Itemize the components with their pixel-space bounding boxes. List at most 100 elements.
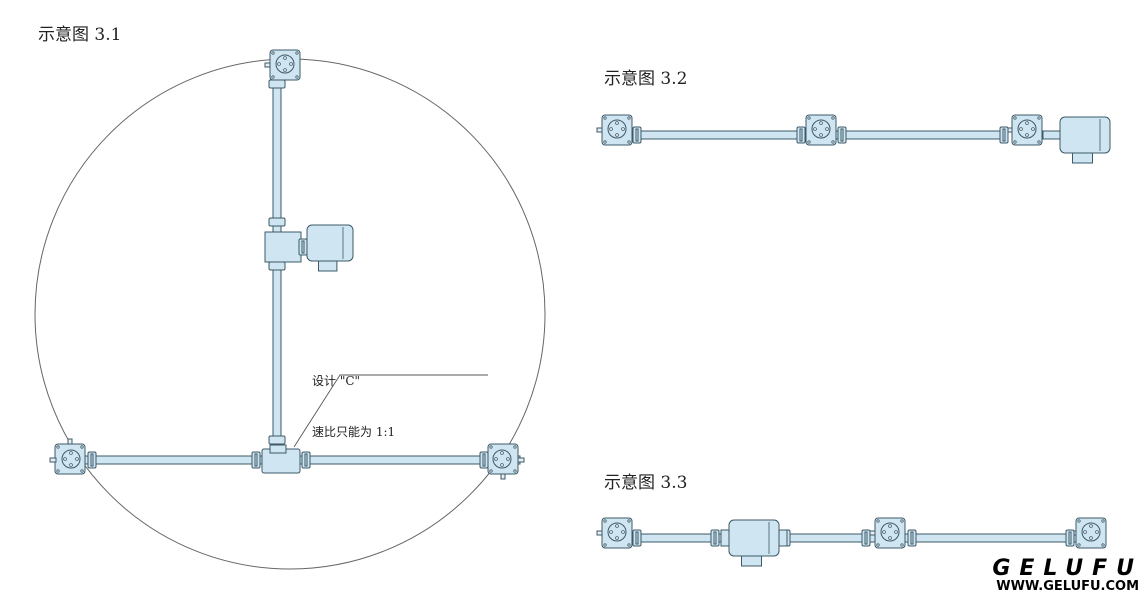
mount-hole (876, 519, 880, 523)
bolt-hole (1089, 536, 1093, 540)
bolt-hole (819, 121, 823, 125)
mount-hole (627, 140, 631, 144)
mount-hole (900, 543, 904, 547)
mount-hole (489, 469, 493, 473)
mount-hole (513, 469, 517, 473)
flange-rim (635, 128, 639, 142)
gearbox-flange-plate (1081, 522, 1101, 542)
mount-hole (1013, 140, 1017, 144)
bolt-hole (277, 62, 281, 66)
mount-hole (513, 445, 517, 449)
input-shaft-stub (869, 530, 876, 536)
reducer-housing (264, 231, 302, 263)
mount-hole (876, 543, 880, 547)
bolt-hole (1031, 127, 1035, 131)
drive-motor (1059, 116, 1111, 164)
flange-rim (254, 453, 258, 467)
gearbox (1006, 114, 1043, 146)
mount-hole (807, 116, 811, 120)
mount-hole (900, 519, 904, 523)
bolt-hole (1025, 133, 1029, 137)
bolt-hole (69, 451, 73, 455)
flange-rim (482, 453, 486, 467)
flange-coupling (632, 529, 642, 547)
gearbox (264, 49, 301, 81)
bolt-hole (494, 457, 498, 461)
flange-coupling (1065, 529, 1075, 547)
mount-hole (271, 51, 275, 55)
mount-hole (295, 75, 299, 79)
gearbox-flange-plate (1017, 119, 1037, 139)
bolt-hole (1083, 530, 1087, 534)
gearbox (596, 517, 633, 549)
mount-hole (1037, 116, 1041, 120)
bolt-hole (819, 133, 823, 137)
flange (268, 217, 286, 227)
flange-rim (864, 531, 868, 545)
mount-hole (1077, 543, 1081, 547)
gearbox (869, 517, 906, 549)
gearbox-flange-plate (61, 449, 81, 469)
flange-coupling (632, 126, 642, 144)
motor-body (306, 224, 354, 262)
flange-coupling (268, 217, 286, 227)
gearbox-flange-plate (811, 119, 831, 139)
bolt-hole (615, 524, 619, 528)
motor-body (728, 519, 780, 557)
motor-coupling (778, 529, 788, 547)
logo-url: WWW.GELUFU.COM (996, 579, 1140, 594)
flange-rim (910, 531, 914, 545)
bolt-hole (1095, 530, 1099, 534)
figure-3-3-title: 示意图 3.3 (604, 473, 688, 493)
mount-hole (807, 140, 811, 144)
gearbox-flange-plate (607, 522, 627, 542)
figure-3-1-title: 示意图 3.1 (38, 25, 122, 45)
drive-motor (306, 224, 354, 272)
note-ratio: 速比只能为 1:1 (312, 425, 396, 439)
gearbox-flange-plate (880, 522, 900, 542)
flange-coupling (861, 529, 871, 547)
input-shaft-stub (500, 473, 506, 480)
flange-rim (90, 453, 94, 467)
figure-3-2-title: 示意图 3.2 (604, 69, 688, 89)
mount-hole (1077, 519, 1081, 523)
flange-rim (713, 531, 717, 545)
mount-hole (271, 75, 275, 79)
mount-hole (831, 116, 835, 120)
bolt-hole (1025, 121, 1029, 125)
mount-hole (627, 116, 631, 120)
bolt-hole (894, 530, 898, 534)
flange-coupling (837, 126, 847, 144)
input-shaft-stub (596, 530, 603, 536)
bolt-hole (69, 463, 73, 467)
figure-3-1-note: 设计 "C" 速比只能为 1:1 (312, 339, 395, 475)
t-gearbox-design-c (261, 444, 301, 474)
bolt-hole (506, 457, 510, 461)
bolt-hole (621, 530, 625, 534)
motor-terminal-foot (741, 555, 762, 567)
flange-coupling (796, 126, 806, 144)
motor-terminal-foot (1072, 152, 1093, 164)
shaft-end (49, 457, 57, 463)
bolt-hole (63, 457, 67, 461)
gearbox (800, 114, 837, 146)
mount-hole (489, 445, 493, 449)
bolt-hole (609, 530, 613, 534)
bolt-hole (615, 133, 619, 137)
gearbox-flange-plate (492, 449, 512, 469)
flange-rim (635, 531, 639, 545)
note-leader-line (293, 374, 488, 448)
mount-hole (627, 543, 631, 547)
mount-hole (80, 469, 84, 473)
bolt-hole (609, 127, 613, 131)
mount-hole (627, 519, 631, 523)
note-design: 设计 "C" (312, 374, 361, 388)
mount-hole (56, 469, 60, 473)
flange (268, 435, 286, 445)
flange-coupling (268, 261, 286, 271)
motor-coupling (720, 529, 730, 547)
bolt-hole (1019, 127, 1023, 131)
motor-body (1059, 116, 1111, 154)
bolt-hole (75, 457, 79, 461)
flange-rim (1002, 128, 1006, 142)
